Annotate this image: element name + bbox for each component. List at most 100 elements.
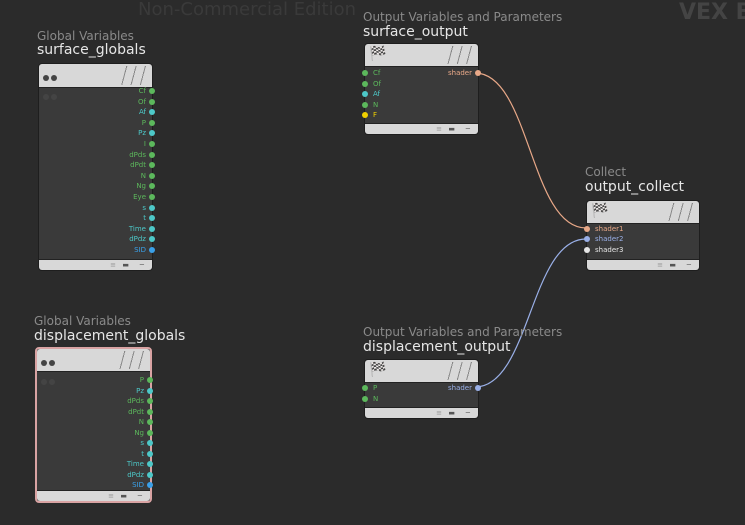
output-port-af[interactable]: Af [139,107,155,117]
port-connector[interactable] [147,419,153,425]
port-connector[interactable] [149,130,155,137]
node-footer[interactable]: ≡ ▬ ─ [365,123,478,134]
expand-icon[interactable]: ≡ [436,125,442,133]
port-connector[interactable] [147,408,153,415]
output-port-cf[interactable]: Cf [139,86,155,96]
output-port-t[interactable]: t [141,449,153,459]
node-footer[interactable]: ≡▬─ [587,259,699,270]
wire-surface-shader[interactable] [474,72,587,229]
expand-icon[interactable]: ▬ [448,409,455,417]
port-connector[interactable] [149,215,155,222]
output-port-s[interactable]: s [142,203,155,213]
port-connector[interactable] [149,88,155,94]
collapse-icon[interactable]: ─ [139,261,144,269]
output-port-n[interactable]: N [139,417,153,427]
collapse-icon[interactable]: ─ [465,125,470,133]
output-port-shader[interactable]: shader [448,383,481,393]
node-name-label[interactable]: surface_globals [37,42,146,58]
output-port-of[interactable]: Of [138,97,155,107]
port-connector[interactable] [149,247,155,253]
port-connector[interactable] [584,236,590,243]
port-connector[interactable] [362,70,368,76]
port-connector[interactable] [362,395,368,402]
output-port-sid[interactable]: SID [134,245,155,255]
node-flags-area[interactable] [444,362,474,380]
port-connector[interactable] [362,80,368,87]
port-connector[interactable] [147,482,153,488]
node-header[interactable]: 🏁 [365,360,478,383]
node-header[interactable]: 🏁 [587,201,699,224]
node-flags-area[interactable] [444,46,474,64]
node-name-label[interactable]: surface_output [363,24,468,40]
port-connector[interactable] [362,385,368,391]
output-port-t[interactable]: t [143,213,155,223]
input-port-shader1[interactable]: shader1 [584,224,623,234]
input-port-shader2[interactable]: shader2 [584,234,623,244]
output-port-i[interactable]: I [144,139,155,149]
port-connector[interactable] [149,162,155,169]
port-connector[interactable] [584,246,590,253]
port-connector[interactable] [149,141,155,147]
port-connector[interactable] [147,377,153,383]
port-connector[interactable] [147,461,153,467]
port-connector[interactable] [149,204,155,211]
wire-displacement-shader[interactable] [474,238,587,388]
port-connector[interactable] [362,112,368,118]
node-name-label[interactable]: displacement_globals [34,328,186,344]
collapse-icon[interactable]: ─ [686,261,691,269]
input-port-af[interactable]: Af [362,89,380,99]
port-connector[interactable] [149,183,155,190]
output-port-time[interactable]: Time [129,224,155,234]
input-port-f[interactable]: F [362,110,377,120]
output-port-time[interactable]: Time [127,459,153,469]
port-connector[interactable] [475,70,481,76]
input-port-shader3[interactable]: shader3 [584,245,623,255]
port-connector[interactable] [147,450,153,457]
port-connector[interactable] [147,429,153,436]
expand-icon[interactable]: ≡ [657,261,663,269]
output-port-ng[interactable]: Ng [136,181,155,191]
input-port-n[interactable]: N [362,100,378,110]
expand-icon[interactable]: ▬ [448,125,455,133]
output-port-p[interactable]: P [140,375,153,385]
port-connector[interactable] [149,151,155,158]
port-connector[interactable] [149,98,155,105]
output-port-eye[interactable]: Eye [133,192,155,202]
output-port-dpdt[interactable]: dPdt [128,407,153,417]
port-connector[interactable] [149,194,155,200]
port-connector[interactable] [149,236,155,243]
output-port-dpdt[interactable]: dPdt [130,160,155,170]
port-connector[interactable] [147,440,153,446]
port-connector[interactable] [362,91,368,97]
expand-icon[interactable]: ≡ [436,409,442,417]
node-footer[interactable]: ≡ ▬ ─ [365,407,478,418]
output-port-dpds[interactable]: dPds [129,150,155,160]
output-port-pz[interactable]: Pz [136,386,153,396]
expand-icon[interactable]: ▬ [122,261,129,269]
output-port-p[interactable]: P [142,118,155,128]
output-port-shader[interactable]: shader [448,68,481,78]
output-port-ng[interactable]: Ng [134,428,153,438]
collapse-icon[interactable]: ─ [137,492,142,500]
port-connector[interactable] [584,226,590,232]
input-port-p[interactable]: P [362,383,377,393]
node-footer[interactable]: ≡▬─ [37,490,150,501]
output-port-sid[interactable]: SID [132,480,153,490]
expand-icon[interactable]: ≡ [108,492,114,500]
collapse-icon[interactable]: ─ [465,409,470,417]
output-port-pz[interactable]: Pz [138,128,155,138]
port-connector[interactable] [475,385,481,391]
output-port-dpds[interactable]: dPds [127,396,153,406]
node-flags-area[interactable] [665,203,695,221]
port-connector[interactable] [149,109,155,116]
input-port-cf[interactable]: Cf [362,68,380,78]
port-connector[interactable] [149,225,155,232]
expand-icon[interactable]: ≡ [110,261,116,269]
node-flags-area[interactable] [118,66,148,85]
port-connector[interactable] [147,471,153,478]
